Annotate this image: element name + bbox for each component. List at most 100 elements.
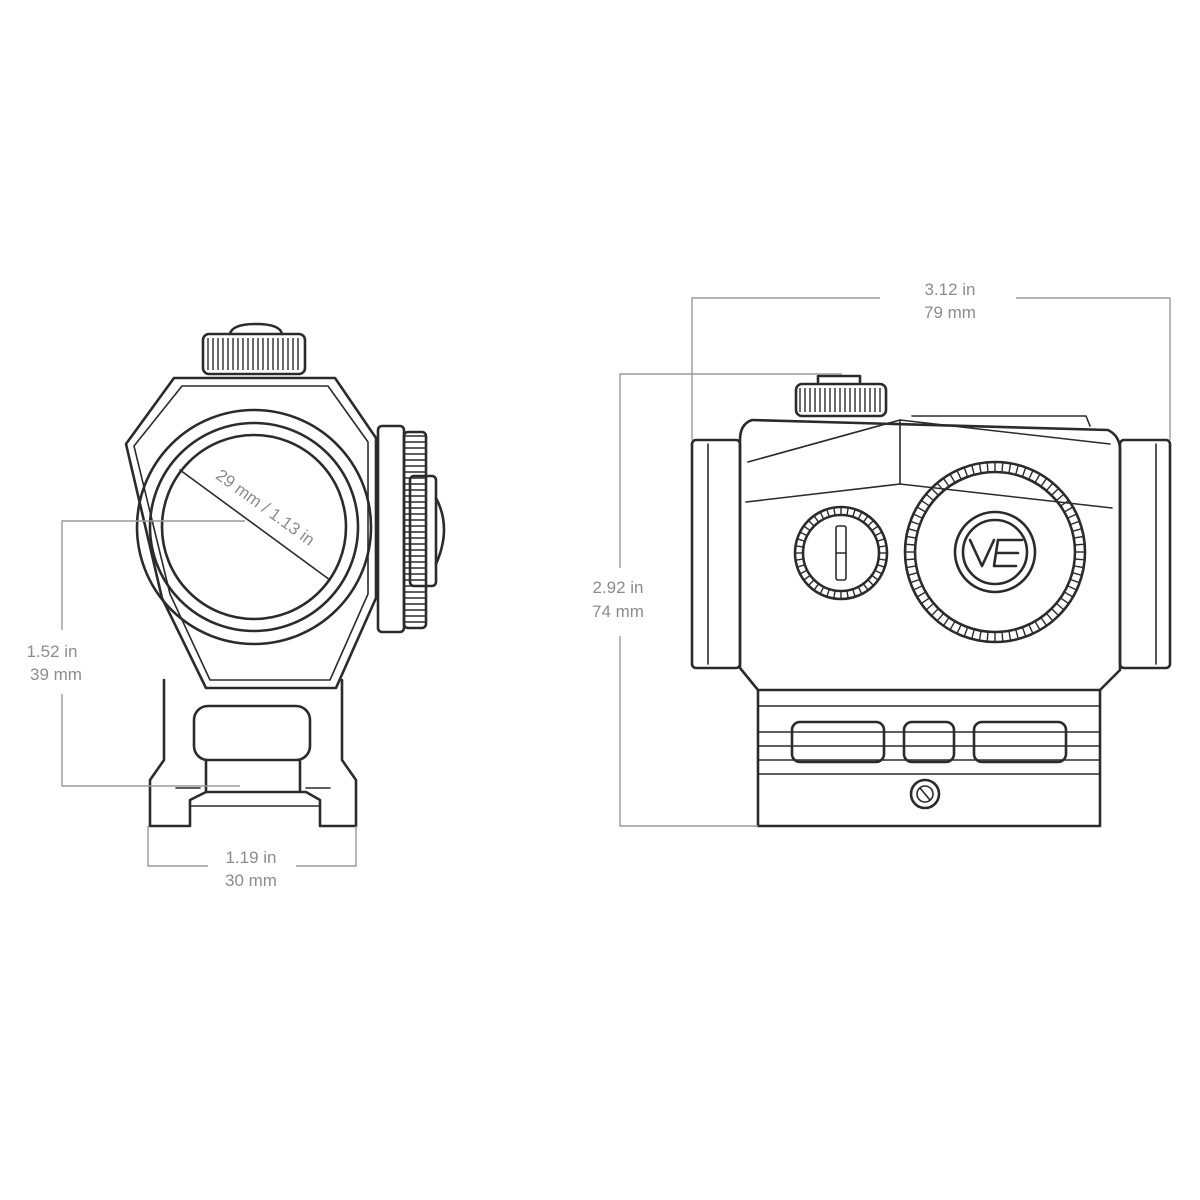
front-side-turret xyxy=(376,424,446,634)
knurl-line xyxy=(942,477,950,487)
side-mount xyxy=(756,688,1102,828)
knurl-line xyxy=(876,538,885,542)
knurl-line xyxy=(797,538,806,542)
knurl-line xyxy=(956,624,962,634)
front-housing xyxy=(124,376,378,690)
knurl-line xyxy=(826,588,830,597)
knurl-line xyxy=(1067,585,1077,591)
knurl-line xyxy=(867,520,874,527)
side-power-knob xyxy=(793,505,889,601)
overall-length-dimension: 3.12 in 79 mm xyxy=(691,280,1171,440)
knurl-line xyxy=(1001,462,1004,473)
overall-length-in: 3.12 in xyxy=(924,280,975,299)
knurl-line xyxy=(1069,578,1080,584)
knurl-line xyxy=(871,574,879,581)
knurl-line xyxy=(916,506,927,513)
knurl-line xyxy=(826,509,830,518)
knurl-line xyxy=(1073,535,1084,539)
knurl-line xyxy=(867,579,874,586)
knurl-line xyxy=(1051,487,1060,496)
knurl-line xyxy=(930,608,939,617)
knurl-line xyxy=(1021,626,1027,637)
knurl-line xyxy=(833,507,836,516)
front-view: 29 mm / 1.13 in 1.52 in 39 mm xyxy=(26,322,446,890)
knurl-line xyxy=(971,629,975,640)
knurl-line xyxy=(910,578,921,584)
knurl-line xyxy=(971,464,975,475)
knurl-line xyxy=(1063,591,1074,598)
knurl-line xyxy=(1008,463,1012,474)
knurl-line xyxy=(925,602,935,611)
knurl-line xyxy=(913,585,923,591)
overall-length-mm: 79 mm xyxy=(924,303,976,322)
side-view: 3.12 in 79 mm 2.92 in 74 mm xyxy=(592,280,1172,828)
knurl-line xyxy=(874,569,883,575)
knurl-line xyxy=(862,515,869,523)
knurl-line xyxy=(1045,482,1054,492)
overall-height-dimension: 2.92 in 74 mm xyxy=(592,373,842,827)
knurl-line xyxy=(956,470,962,480)
knurl-line xyxy=(795,558,804,561)
knurl-line xyxy=(1072,528,1083,532)
knurl-line xyxy=(930,487,939,496)
logo-icon xyxy=(968,538,1024,568)
knurl-line xyxy=(808,520,815,527)
knurl-line xyxy=(852,509,856,518)
knurl-line xyxy=(916,591,927,598)
knurl-line xyxy=(1028,624,1034,634)
knurl-line xyxy=(978,630,982,641)
knurl-line xyxy=(862,583,869,591)
knurl-line xyxy=(813,583,820,591)
knurl-line xyxy=(852,588,856,597)
height-to-center-in: 1.52 in xyxy=(26,642,77,661)
lens-diameter-label: 29 mm / 1.13 in xyxy=(212,465,318,549)
knurl-line xyxy=(906,535,917,539)
knurl-line xyxy=(1045,612,1054,622)
knurl-line xyxy=(949,473,956,484)
knurl-line xyxy=(1072,572,1083,576)
knurl-line xyxy=(936,612,945,622)
knurl-line xyxy=(803,525,811,532)
knurl-line xyxy=(1055,602,1065,611)
knurl-line xyxy=(1055,493,1065,502)
knurl-line xyxy=(949,620,956,631)
knurl-line xyxy=(986,631,989,642)
knurl-line xyxy=(833,590,836,599)
knurl-line xyxy=(1001,631,1004,642)
knurl-line xyxy=(846,590,849,599)
knurl-line xyxy=(876,564,885,568)
knurl-line xyxy=(1074,558,1085,561)
knurl-line xyxy=(819,511,825,520)
knurl-line xyxy=(1034,473,1041,484)
knurl-line xyxy=(795,545,804,548)
height-to-center-mm: 39 mm xyxy=(30,665,82,684)
knurl-line xyxy=(1051,608,1060,617)
overall-height-mm: 74 mm xyxy=(592,602,644,621)
front-mount xyxy=(148,678,358,828)
knurl-line xyxy=(906,565,917,569)
height-to-center-dimension: 1.52 in 39 mm xyxy=(26,520,245,787)
knurl-line xyxy=(907,572,918,576)
knurl-line xyxy=(910,520,921,526)
knurl-line xyxy=(942,617,950,627)
mount-width-mm: 30 mm xyxy=(225,871,277,890)
overall-height-in: 2.92 in xyxy=(592,578,643,597)
front-top-turret xyxy=(201,322,307,376)
knurl-line xyxy=(1021,467,1027,478)
knurl-line xyxy=(1028,470,1034,480)
knurl-line xyxy=(963,626,969,637)
knurl-line xyxy=(1015,464,1019,475)
knurl-line xyxy=(799,569,808,575)
knurl-line xyxy=(878,545,887,548)
knurl-line xyxy=(920,499,930,507)
knurl-line xyxy=(920,597,930,605)
mount-width-dimension: 1.19 in 30 mm xyxy=(147,826,357,890)
knurl-line xyxy=(1060,597,1070,605)
knurl-line xyxy=(1040,617,1048,627)
front-lens: 29 mm / 1.13 in xyxy=(135,408,373,646)
knurl-line xyxy=(846,507,849,516)
side-top-turret xyxy=(794,374,1091,427)
knurl-line xyxy=(819,586,825,595)
knurl-line xyxy=(963,467,969,478)
